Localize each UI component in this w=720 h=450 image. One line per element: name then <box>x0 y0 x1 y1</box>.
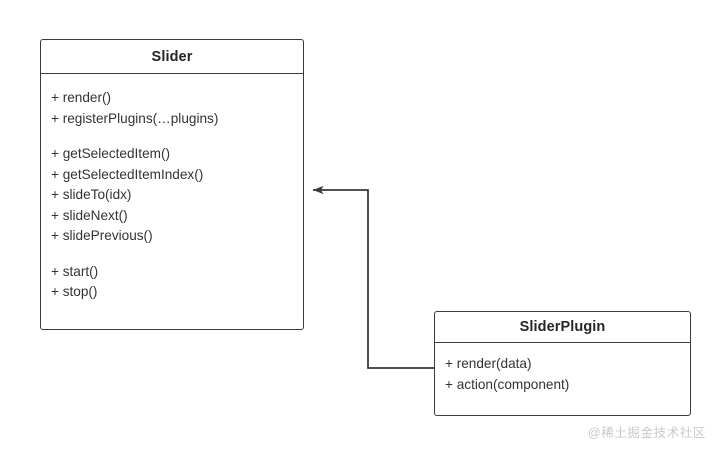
class-member: + start() <box>51 263 99 279</box>
class-box-slider[interactable]: Slider + render() + registerPlugins(…plu… <box>40 39 304 330</box>
class-members-slider: + render() + registerPlugins(…plugins) +… <box>41 74 303 313</box>
class-member: + action(component) <box>445 376 570 392</box>
class-member: + slidePrevious() <box>51 228 153 243</box>
member-group: + render(data) + action(component) <box>445 354 690 395</box>
class-member: + slideNext() <box>51 207 128 223</box>
class-member: + getSelectedItemIndex() <box>51 166 204 182</box>
member-group: + start() + stop() <box>51 262 303 303</box>
class-member: + render() <box>51 90 112 105</box>
member-group: + getSelectedItem() + getSelectedItemInd… <box>51 144 303 247</box>
class-member: + registerPlugins(…plugins) <box>51 110 219 126</box>
class-title-slider: Slider <box>41 40 303 74</box>
connector-line <box>313 185 434 369</box>
class-member: + slideTo(idx) <box>51 187 132 202</box>
class-members-sliderplugin: + render(data) + action(component) <box>435 343 690 405</box>
class-title-sliderplugin: SliderPlugin <box>435 312 690 343</box>
member-group: + render() + registerPlugins(…plugins) <box>51 88 303 129</box>
class-box-sliderplugin[interactable]: SliderPlugin + render(data) + action(com… <box>434 311 691 416</box>
watermark-text: @稀土掘金技术社区 <box>587 426 706 440</box>
class-member: + stop() <box>51 284 98 299</box>
class-member: + render(data) <box>445 356 532 371</box>
class-member: + getSelectedItem() <box>51 146 171 161</box>
